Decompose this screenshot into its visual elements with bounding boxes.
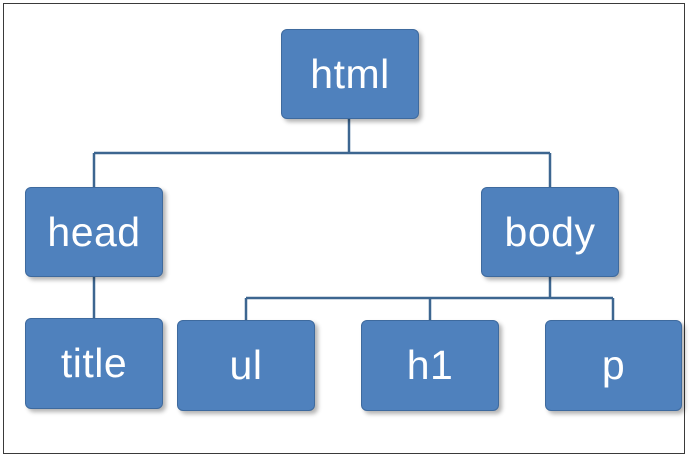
node-html: html — [281, 29, 419, 119]
node-ul: ul — [177, 320, 315, 411]
node-p-label: p — [601, 342, 626, 388]
node-html-label: html — [310, 50, 390, 97]
node-body: body — [481, 187, 619, 277]
node-body-label: body — [504, 208, 596, 255]
node-ul-label: ul — [229, 342, 263, 388]
node-title: title — [25, 318, 163, 409]
node-p: p — [545, 320, 682, 411]
node-h1: h1 — [361, 320, 499, 411]
node-head: head — [25, 187, 163, 277]
node-head-label: head — [47, 208, 141, 255]
node-title-label: title — [60, 340, 128, 386]
node-h1-label: h1 — [406, 342, 454, 388]
